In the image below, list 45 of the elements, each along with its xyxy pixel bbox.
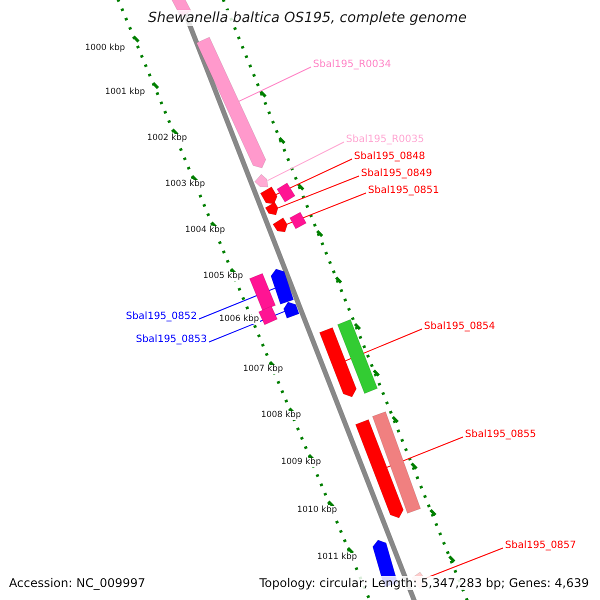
gene-feature bbox=[258, 306, 278, 326]
gene-label: Sbal195_0848 bbox=[354, 152, 426, 162]
gene-label: Sbal195_0857 bbox=[505, 541, 576, 551]
gene-feature bbox=[355, 419, 404, 518]
gene-label: Sbal195_0849 bbox=[361, 169, 432, 179]
gene-feature bbox=[260, 186, 278, 204]
gene-feature bbox=[372, 411, 421, 514]
leader-line bbox=[267, 142, 344, 182]
gene-label: Sbal195_0855 bbox=[465, 430, 536, 440]
gene-feature bbox=[276, 182, 296, 203]
scale-label: 1002 kbp bbox=[146, 134, 188, 142]
gene-feature bbox=[337, 319, 378, 394]
gene-feature bbox=[264, 202, 278, 216]
gene-feature bbox=[283, 302, 300, 319]
gene-feature bbox=[289, 212, 307, 230]
scale-label: 1003 kbp bbox=[164, 180, 206, 188]
gene-label: Sbal195_0853 bbox=[136, 335, 207, 345]
genome-info-note: Topology: circular; Length: 5,347,283 bp; Genes: 4,639 bbox=[258, 576, 590, 590]
scale-label: 1006 kbp bbox=[218, 315, 260, 324]
scale-label: 1000 kbp bbox=[84, 44, 126, 52]
leader-line bbox=[278, 176, 360, 208]
gene-feature bbox=[270, 268, 294, 305]
scale-label: 1007 kbp bbox=[242, 365, 284, 374]
scale-label: 1001 kbp bbox=[104, 88, 146, 96]
gene-label: Sbal195_R0034 bbox=[313, 60, 392, 70]
scale-label: 1008 kbp bbox=[260, 411, 302, 420]
leader-line bbox=[276, 158, 352, 196]
gene-label: Sbal195_0854 bbox=[424, 322, 496, 332]
leader-line bbox=[208, 310, 285, 342]
scale-label: 1005 kbp bbox=[202, 272, 244, 280]
gene-feature bbox=[196, 36, 266, 168]
leader-line bbox=[238, 66, 312, 102]
accession-note: Accession: NC_009997 bbox=[8, 576, 146, 590]
scale-label: 1011 kbp bbox=[316, 553, 358, 562]
gene-label: Sbal195_R0035 bbox=[346, 135, 424, 145]
scale-label: 1009 kbp bbox=[280, 458, 322, 466]
gene-label: Sbal195_0852 bbox=[126, 312, 197, 322]
scale-label: 1010 kbp bbox=[296, 506, 338, 514]
scale-label: 1004 kbp bbox=[184, 226, 226, 234]
map-title: Shewanella baltica OS195, complete genome bbox=[146, 10, 469, 26]
gene-label: Sbal195_0851 bbox=[368, 186, 440, 196]
gene-feature bbox=[254, 174, 268, 188]
gene-feature bbox=[319, 327, 357, 398]
gene-feature bbox=[272, 217, 288, 232]
leader-line bbox=[286, 192, 366, 225]
